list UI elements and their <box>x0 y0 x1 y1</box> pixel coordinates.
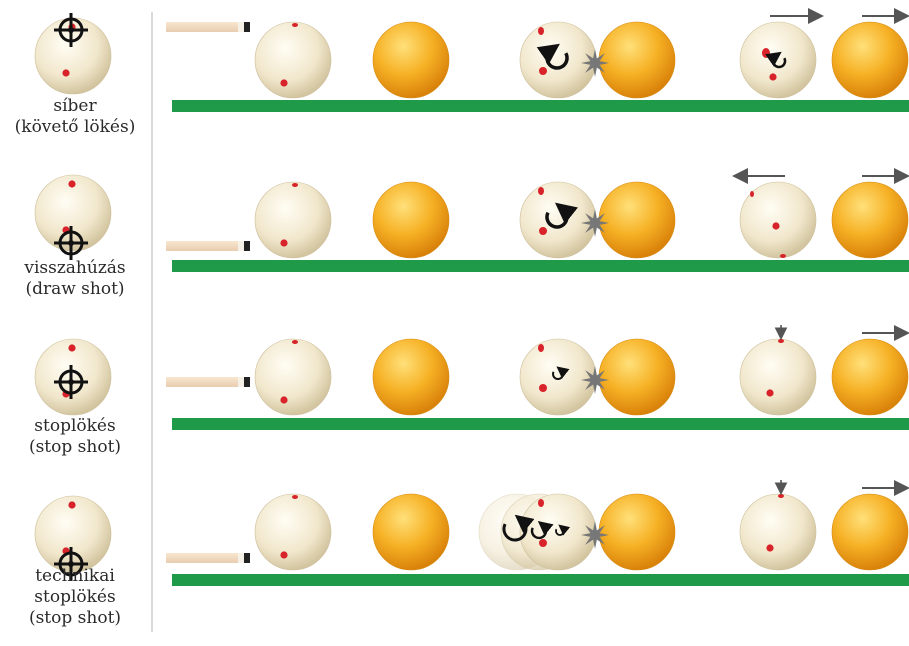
red-spot <box>539 384 547 392</box>
cue-ball-after <box>739 181 817 259</box>
red-spot <box>766 544 774 552</box>
shot-label-line: (stop shot) <box>28 437 122 457</box>
spin-arrow-icon <box>536 43 569 70</box>
red-spot <box>538 27 544 35</box>
object-ball <box>372 338 450 416</box>
cue-ball <box>254 21 332 99</box>
cue-ball-after <box>739 338 817 416</box>
red-spot <box>766 389 774 397</box>
cue-ball-after <box>739 493 817 571</box>
spin-arrow-icon <box>530 520 554 540</box>
shot-label-line: technikai <box>35 566 115 586</box>
red-spot <box>778 339 784 343</box>
shot-label-line: síber <box>53 96 97 116</box>
shot-label-line: (követő lökés) <box>14 117 136 137</box>
red-spot <box>292 340 298 344</box>
cue-ball-impact <box>519 338 597 416</box>
object-ball-after <box>831 181 909 259</box>
target-crosshair-icon <box>54 547 88 581</box>
cue-ball <box>254 181 332 259</box>
object-ball-after <box>831 493 909 571</box>
target-crosshair-icon <box>54 13 88 47</box>
cue-stick <box>166 377 250 387</box>
strike-position-ball <box>34 338 112 416</box>
shot-label-follow: síber(követő lökés) <box>0 96 150 138</box>
table-strip <box>172 260 909 272</box>
object-ball <box>372 181 450 259</box>
red-spot <box>280 396 288 404</box>
cue-stick <box>166 241 250 251</box>
object-ball-after <box>831 338 909 416</box>
red-spot <box>62 69 70 77</box>
cue-ball <box>254 493 332 571</box>
shot-row-stun <box>34 480 909 586</box>
spin-arrow-icon <box>545 202 578 229</box>
red-spot <box>539 227 547 235</box>
red-spot <box>280 79 288 87</box>
impact-star-icon <box>581 366 609 394</box>
shot-label-line: stoplökés <box>34 416 116 436</box>
table-strip <box>172 574 909 586</box>
table-strip <box>172 100 909 112</box>
red-spot <box>778 494 784 498</box>
red-spot <box>538 187 544 195</box>
shot-label-stop: stoplökés(stop shot) <box>0 416 150 458</box>
strike-position-ball <box>34 495 112 573</box>
cue-ball-impact <box>519 181 597 259</box>
object-ball-impact <box>598 21 676 99</box>
shot-label-line: (stop shot) <box>28 608 122 628</box>
red-spot <box>769 73 777 81</box>
red-spot <box>750 191 754 197</box>
impact-star-icon <box>581 521 609 549</box>
cue-ball-after <box>739 21 817 99</box>
red-spot <box>538 344 544 352</box>
table-strip <box>172 418 909 430</box>
red-spot <box>68 180 76 188</box>
spin-arrow-icon <box>552 366 570 380</box>
red-spot <box>780 254 786 258</box>
shot-label-line: stoplökés <box>34 587 116 607</box>
red-spot <box>539 539 547 547</box>
red-spot <box>772 222 780 230</box>
spin-arrow-icon <box>502 514 535 542</box>
red-spot <box>68 344 76 352</box>
impact-star-icon <box>581 209 609 237</box>
cue-stick <box>166 553 250 563</box>
red-spot <box>538 499 544 507</box>
impact-star-icon <box>581 49 609 77</box>
red-spot <box>68 501 76 509</box>
cue-ball <box>254 338 332 416</box>
spin-arrow-icon <box>765 51 787 69</box>
red-spot <box>280 239 288 247</box>
shot-row-draw <box>34 168 909 272</box>
object-ball-impact <box>598 493 676 571</box>
shot-label-line: (draw shot) <box>25 279 125 299</box>
object-ball <box>372 21 450 99</box>
red-spot <box>292 183 298 187</box>
object-ball <box>372 493 450 571</box>
target-crosshair-icon <box>54 226 88 260</box>
target-crosshair-icon <box>54 365 88 399</box>
strike-position-ball <box>34 174 112 252</box>
red-spot <box>280 551 288 559</box>
shot-label-line: visszahúzás <box>24 258 126 278</box>
object-ball-impact <box>598 181 676 259</box>
red-spot <box>762 48 770 58</box>
object-ball-after <box>831 21 909 99</box>
cue-ball-impact <box>519 21 597 99</box>
object-ball-impact <box>598 338 676 416</box>
shot-row-stop <box>34 325 909 430</box>
red-spot <box>539 67 547 75</box>
shot-row-follow <box>34 8 909 112</box>
red-spot <box>292 23 298 27</box>
spin-arrow-icon <box>555 524 571 536</box>
cue-stick <box>166 22 250 32</box>
red-spot <box>292 495 298 499</box>
shot-label-draw: visszahúzás(draw shot) <box>0 258 150 300</box>
